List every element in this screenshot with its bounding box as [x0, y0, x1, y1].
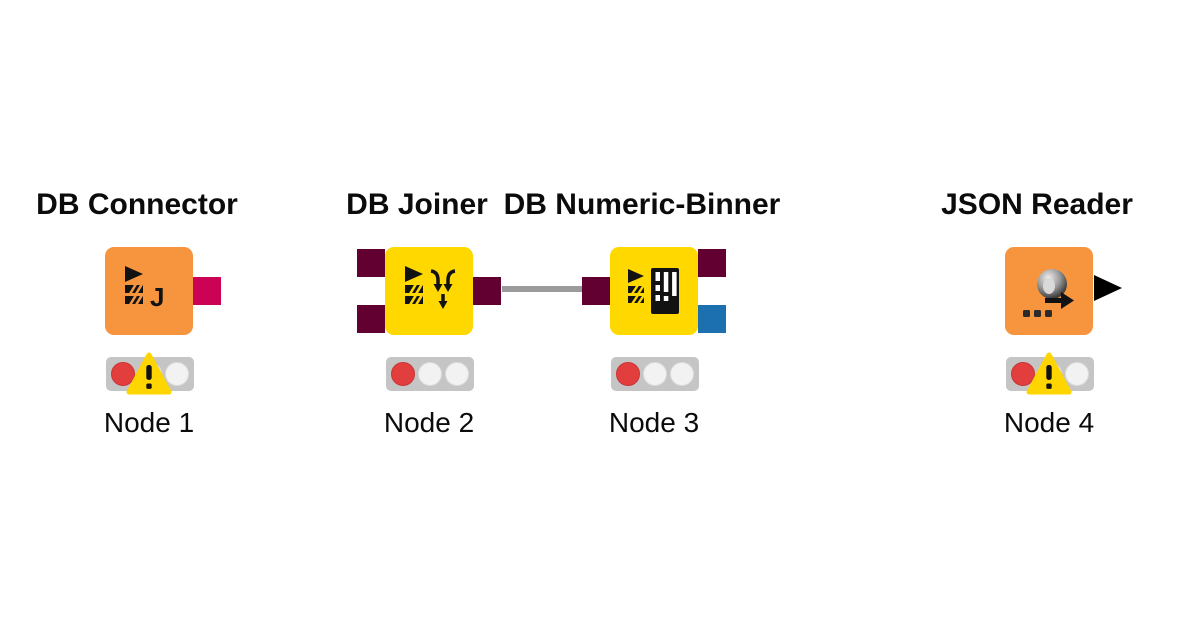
node-body[interactable]: [385, 247, 473, 335]
status-light-green-off: [670, 362, 694, 386]
node-db-connector[interactable]: DB Connector J Node 1: [36, 188, 238, 438]
node-title: JSON Reader: [941, 188, 1133, 221]
node-label: Node 2: [383, 407, 475, 438]
status-light-yellow-off: [418, 362, 442, 386]
warning-icon: [1026, 352, 1072, 395]
status-light-yellow-off: [643, 362, 667, 386]
node-body[interactable]: J: [105, 247, 193, 335]
status-light-red: [1011, 362, 1035, 386]
db-data-input-port-1[interactable]: [357, 249, 385, 277]
status-light-red: [391, 362, 415, 386]
svg-text:J: J: [150, 282, 164, 312]
status-light-red: [616, 362, 640, 386]
status-light-green-off: [165, 362, 189, 386]
node-db-numeric-binner[interactable]: DB Numeric-Binner: [504, 188, 781, 438]
status-light-red: [111, 362, 135, 386]
db-connection-output-port[interactable]: [193, 277, 221, 305]
db-blue-output-port[interactable]: [698, 305, 726, 333]
node-title: DB Connector: [36, 188, 238, 221]
database-jdbc-icon: J: [125, 266, 164, 312]
node-json-reader[interactable]: JSON Reader: [941, 188, 1133, 438]
database-join-icon: [405, 266, 456, 309]
node-label: Node 4: [1003, 407, 1095, 438]
traffic-light: [386, 357, 474, 391]
node-label: Node 1: [103, 407, 195, 438]
db-data-input-port-2[interactable]: [357, 305, 385, 333]
db-data-output-port[interactable]: [473, 277, 501, 305]
node-body[interactable]: [610, 247, 698, 335]
database-binner-icon: [628, 268, 679, 314]
json-reader-icon: [1023, 269, 1074, 317]
db-data-input-port[interactable]: [582, 277, 610, 305]
data-table-output-port[interactable]: [1094, 275, 1122, 301]
warning-icon: [126, 352, 172, 395]
node-db-joiner[interactable]: DB Joiner: [346, 188, 501, 438]
status-light-green-off: [445, 362, 469, 386]
db-data-output-port[interactable]: [698, 249, 726, 277]
node-title: DB Numeric-Binner: [503, 188, 781, 221]
node-label: Node 3: [608, 407, 700, 438]
traffic-light: [611, 357, 699, 391]
connection-edge[interactable]: [502, 286, 582, 292]
status-light-green-off: [1065, 362, 1089, 386]
node-title: DB Joiner: [346, 188, 488, 221]
node-body[interactable]: [1005, 247, 1093, 335]
